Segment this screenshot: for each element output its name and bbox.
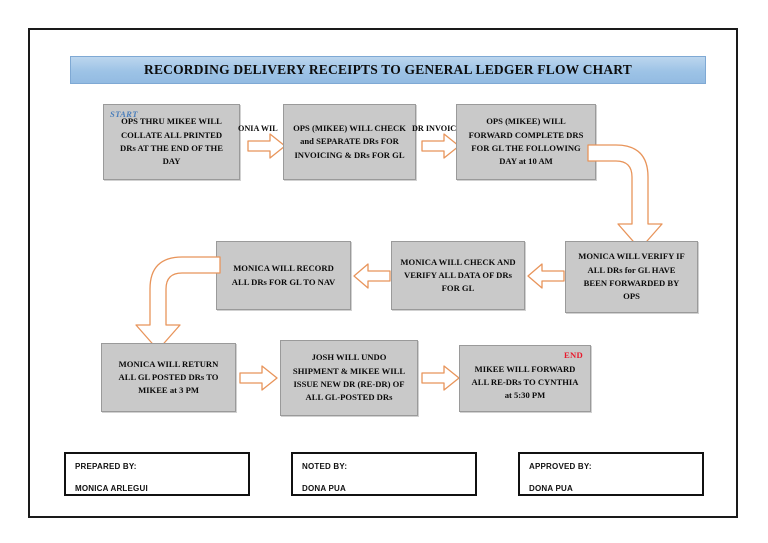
process-node-7[interactable]: MONICA WILL RETURN ALL GL POSTED DRs TO … bbox=[101, 343, 236, 412]
process-node-6-text: MONICA WILL VERIFY IF ALL DRs for GL HAV… bbox=[578, 251, 685, 302]
process-node-8[interactable]: JOSH WILL UNDO SHIPMENT & MIKEE WILL ISS… bbox=[280, 340, 418, 416]
arrow-elbow-node4-to-node7 bbox=[135, 255, 230, 351]
approved-by-label: APPROVED BY: bbox=[529, 462, 592, 471]
process-node-2-text: OPS (MIKEE) WILL CHECK and SEPARATE DRs … bbox=[293, 123, 406, 160]
process-node-4[interactable]: MONICA WILL RECORD ALL DRs FOR GL TO NAV bbox=[216, 241, 351, 310]
process-node-5[interactable]: MONICA WILL CHECK AND VERIFY ALL DATA OF… bbox=[391, 241, 525, 310]
process-node-2[interactable]: OPS (MIKEE) WILL CHECK and SEPARATE DRs … bbox=[283, 104, 416, 180]
process-node-5-text: MONICA WILL CHECK AND VERIFY ALL DATA OF… bbox=[400, 256, 516, 294]
approved-by-name: DONA PUA bbox=[529, 484, 573, 493]
page-title: RECORDING DELIVERY RECEIPTS TO GENERAL L… bbox=[144, 62, 632, 77]
process-node-4-text: MONICA WILL RECORD ALL DRs FOR GL TO NAV bbox=[231, 263, 336, 287]
process-node-7-text: MONICA WILL RETURN ALL GL POSTED DRs TO … bbox=[118, 358, 219, 396]
end-badge: END bbox=[563, 350, 583, 360]
arrow-left-node6-to-node5 bbox=[527, 262, 565, 290]
process-node-3-text: OPS (MIKEE) WILL FORWARD COMPLETE DRS FO… bbox=[468, 116, 584, 167]
process-node-3[interactable]: OPS (MIKEE) WILL FORWARD COMPLETE DRS FO… bbox=[456, 104, 596, 180]
process-node-1-text: OPS THRU MIKEE WILL COLLATE ALL PRINTED … bbox=[120, 116, 223, 167]
process-node-1[interactable]: START OPS THRU MIKEE WILL COLLATE ALL PR… bbox=[103, 104, 240, 180]
arrow-right-node2-to-node3 bbox=[421, 132, 461, 160]
process-node-6[interactable]: MONICA WILL VERIFY IF ALL DRs for GL HAV… bbox=[565, 241, 698, 313]
obscured-caption-2: DR INVOIC bbox=[412, 124, 457, 133]
signature-block-prepared-by: PREPARED BY: MONICA ARLEGUI bbox=[64, 452, 250, 496]
signature-block-approved-by: APPROVED BY: DONA PUA bbox=[518, 452, 704, 496]
start-badge: START bbox=[110, 109, 138, 119]
prepared-by-name: MONICA ARLEGUI bbox=[75, 484, 148, 493]
chart-title-banner: RECORDING DELIVERY RECEIPTS TO GENERAL L… bbox=[70, 56, 706, 84]
arrow-elbow-node3-to-node6 bbox=[587, 143, 688, 250]
process-node-8-text: JOSH WILL UNDO SHIPMENT & MIKEE WILL ISS… bbox=[292, 352, 406, 403]
noted-by-label: NOTED BY: bbox=[302, 462, 348, 471]
arrow-right-node8-to-node9 bbox=[421, 364, 461, 392]
process-node-9-text: MIKEE WILL FORWARD ALL RE-DRs TO CYNTHIA… bbox=[471, 363, 579, 401]
prepared-by-label: PREPARED BY: bbox=[75, 462, 137, 471]
signature-block-noted-by: NOTED BY: DONA PUA bbox=[291, 452, 477, 496]
arrow-right-node1-to-node2 bbox=[247, 132, 287, 160]
arrow-left-node5-to-node4 bbox=[353, 262, 391, 290]
process-node-9[interactable]: END MIKEE WILL FORWARD ALL RE-DRs TO CYN… bbox=[459, 345, 591, 412]
noted-by-name: DONA PUA bbox=[302, 484, 346, 493]
arrow-right-node7-to-node8 bbox=[239, 364, 279, 392]
obscured-caption-1: ONIA WIL bbox=[238, 124, 278, 133]
